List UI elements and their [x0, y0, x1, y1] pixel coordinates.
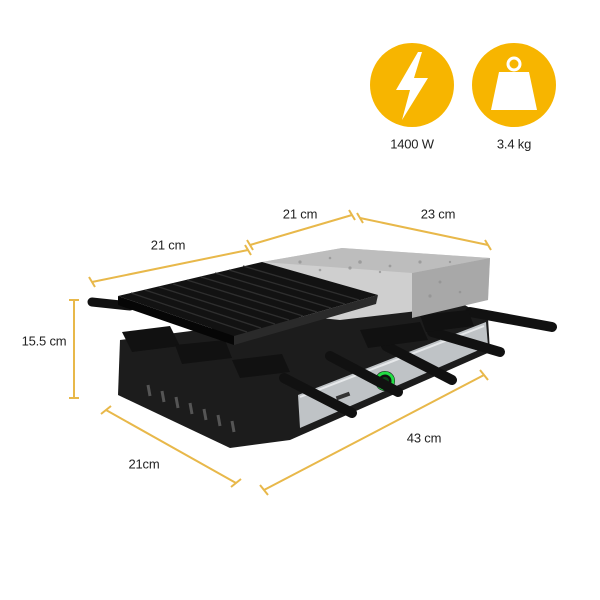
lightning-bolt-icon	[396, 52, 428, 120]
dim-bottom-depth: 21cm	[128, 456, 160, 472]
dim-bottom-length: 43 cm	[406, 430, 442, 446]
dim-height: 15.5 cm	[21, 333, 67, 349]
weight-icon	[491, 56, 537, 110]
dimension-lines	[69, 209, 492, 496]
power-badge	[370, 43, 454, 127]
raclette-pans	[87, 297, 557, 418]
grill-plate	[118, 262, 378, 345]
dim-top-left-width: 21 cm	[282, 206, 318, 222]
weight-badge	[472, 43, 556, 127]
dim-top-depth: 21 cm	[150, 237, 186, 253]
power-label: 1400 W	[390, 136, 434, 152]
pan-handles	[87, 297, 557, 418]
dim-top-right-width: 23 cm	[420, 206, 456, 222]
grill-ridges	[130, 265, 360, 333]
vent-slots	[146, 384, 236, 433]
weight-label: 3.4 kg	[496, 136, 532, 152]
